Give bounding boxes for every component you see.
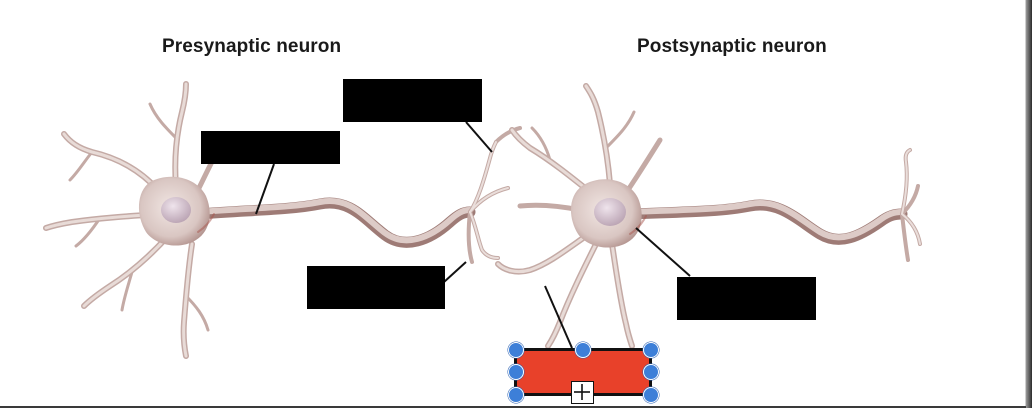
resize-handle-bottom-right[interactable]: [643, 387, 659, 403]
presynaptic-neuron: [43, 81, 522, 359]
leader-line-2: [465, 121, 493, 153]
resize-handle-top[interactable]: [575, 342, 591, 358]
leader-lines: [255, 121, 691, 349]
window-edge: [1025, 0, 1026, 408]
label-box-4[interactable]: [677, 277, 816, 320]
window-bottom-edge: [0, 406, 1026, 408]
leader-line-1: [255, 163, 275, 215]
presynaptic-title: Presynaptic neuron: [162, 36, 342, 57]
resize-handle-top-left[interactable]: [508, 342, 524, 358]
postsynaptic-title: Postsynaptic neuron: [637, 36, 827, 57]
leader-line-4: [635, 227, 691, 277]
label-box-2[interactable]: [343, 79, 482, 122]
resize-handle-bottom-left[interactable]: [508, 387, 524, 403]
leader-line-5: [544, 285, 573, 349]
move-handle[interactable]: [571, 381, 594, 404]
resize-handle-right[interactable]: [643, 364, 659, 380]
label-box-3[interactable]: [307, 266, 445, 309]
move-plus-icon: [574, 384, 590, 400]
resize-handle-top-right[interactable]: [643, 342, 659, 358]
resize-handle-left[interactable]: [508, 364, 524, 380]
leader-line-3: [443, 261, 467, 283]
window-scroll-edge: [1026, 0, 1032, 408]
label-box-1[interactable]: [201, 131, 340, 164]
